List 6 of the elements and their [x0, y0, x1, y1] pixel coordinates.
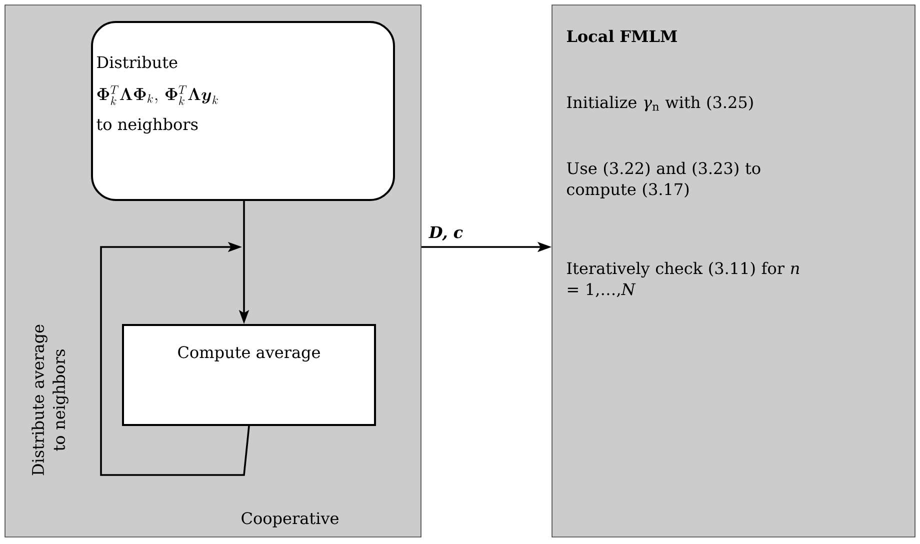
edge-label: D, c	[428, 226, 463, 241]
edge-label: Distribute average to neighbors	[32, 324, 68, 476]
panel: Local FMLM Initialize γ$_{n}$ with (3.25) Use (3.22) and (3.23) to compute (3.17) Iteratively check (3.11) for n = 1,…,N	[552, 4, 916, 538]
arrow	[100, 242, 250, 476]
process-box: Distribute $\mathbf{\Phi}_k^T\mathbf{\Lambda}\mathbf{\Phi}_k,\,\mathbf{\Phi}_k^T\mathbf{\Lambda}\boldsymbol{y}_k$ to neighbors	[91, 21, 395, 201]
process-box: Compute average	[122, 324, 376, 426]
